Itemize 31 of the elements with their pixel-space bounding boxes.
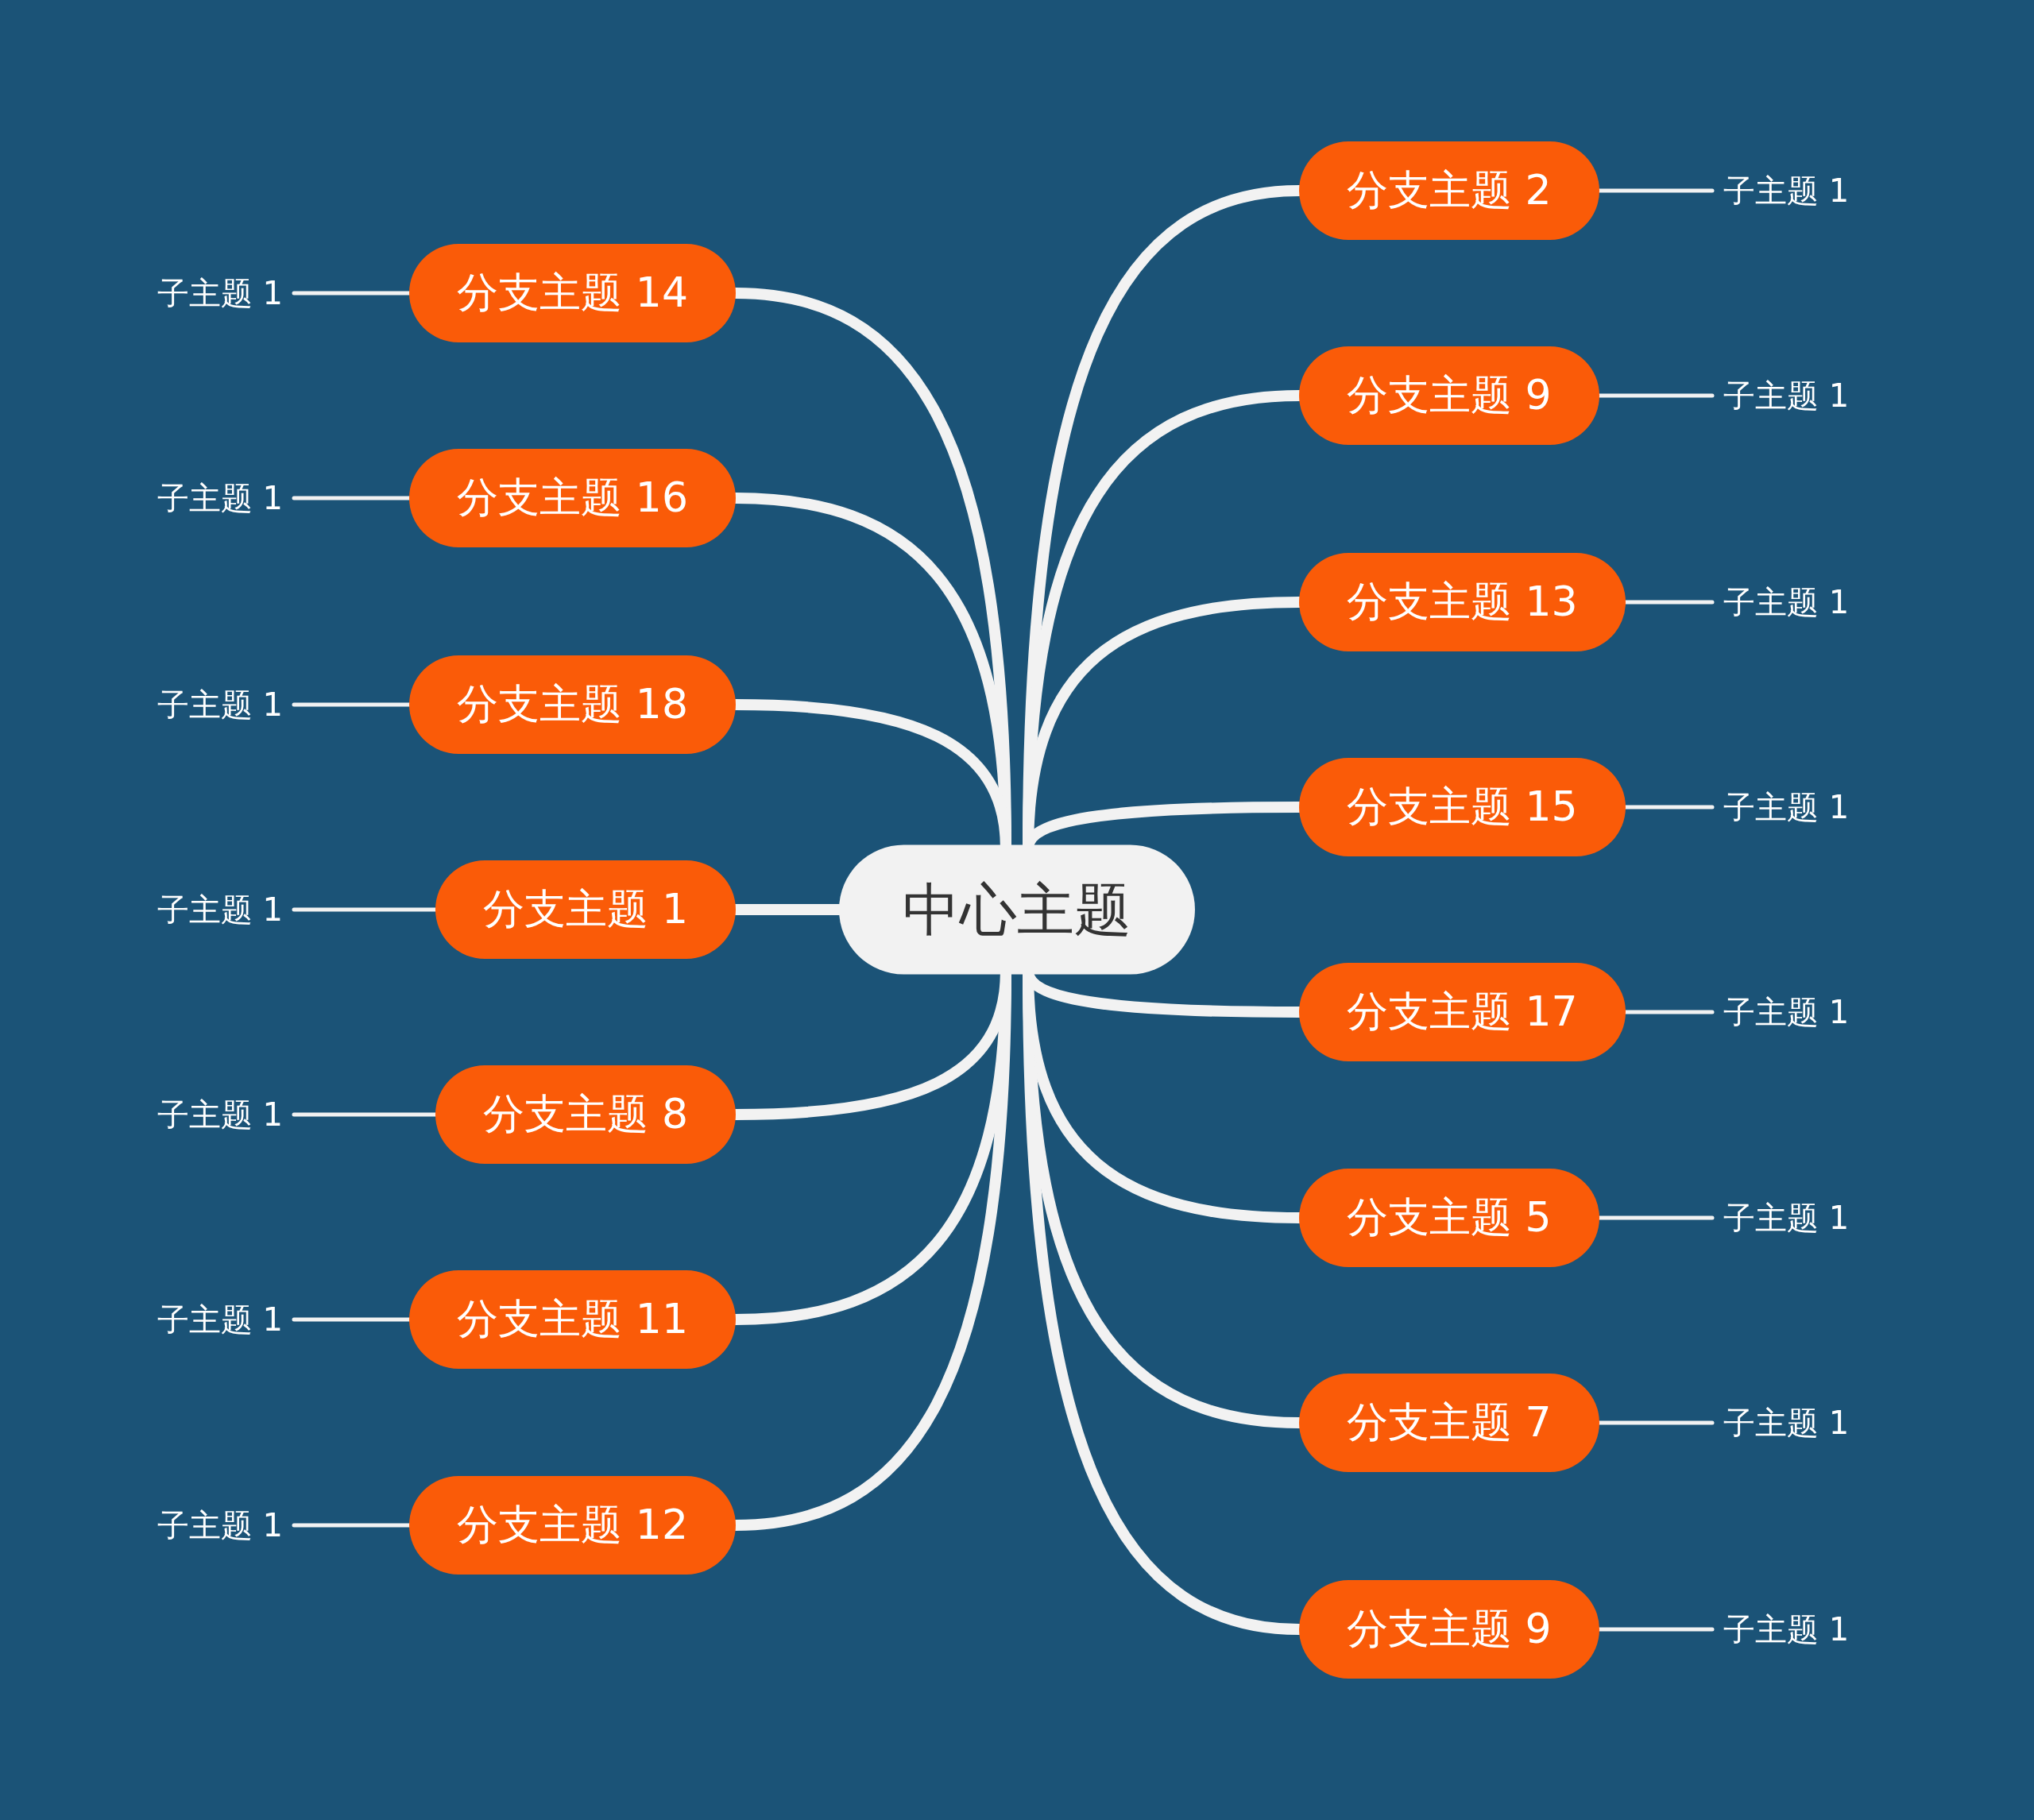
branch-topic: 分支主题 16 (409, 449, 736, 547)
branch-topic: 分支主题 14 (409, 244, 736, 342)
subtopic-label: 子主题 1 (1712, 990, 1861, 1034)
branch-topic: 分支主题 11 (409, 1270, 736, 1369)
subtopic-label: 子主题 1 (145, 1092, 294, 1137)
branch-topic: 分支主题 5 (1299, 1169, 1599, 1267)
subtopic-label: 子主题 1 (1712, 785, 1861, 829)
branch-topic: 分支主题 8 (435, 1065, 736, 1164)
subtopic-label: 子主题 1 (145, 476, 294, 520)
subtopic-label: 子主题 1 (1712, 373, 1861, 418)
subtopic-label: 子主题 1 (145, 682, 294, 727)
branch-topic: 分支主题 9 (1299, 1580, 1599, 1679)
branch-topic: 分支主题 9 (1299, 346, 1599, 445)
subtopic-label: 子主题 1 (145, 271, 294, 315)
subtopic-label: 子主题 1 (145, 1297, 294, 1342)
central-topic: 中心主题 (839, 844, 1195, 975)
branch-topic: 分支主题 17 (1299, 963, 1626, 1061)
subtopic-label: 子主题 1 (145, 887, 294, 932)
subtopic-label: 子主题 1 (1712, 580, 1861, 624)
subtopic-label: 子主题 1 (1712, 1401, 1861, 1445)
branch-topic: 分支主题 18 (409, 655, 736, 754)
branch-topic: 分支主题 2 (1299, 141, 1599, 240)
branch-topic: 分支主题 1 (435, 860, 736, 959)
branch-topic: 分支主题 15 (1299, 758, 1626, 856)
branch-topic: 分支主题 13 (1299, 553, 1626, 651)
subtopic-label: 子主题 1 (1712, 1607, 1861, 1652)
branch-topic: 分支主题 7 (1299, 1374, 1599, 1472)
branch-topic: 分支主题 12 (409, 1476, 736, 1575)
subtopic-label: 子主题 1 (1712, 168, 1861, 213)
subtopic-label: 子主题 1 (145, 1503, 294, 1548)
subtopic-label: 子主题 1 (1712, 1196, 1861, 1240)
